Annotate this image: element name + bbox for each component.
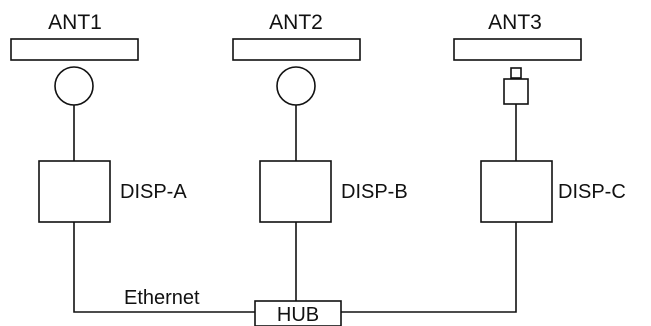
- antenna-bar-3: [454, 39, 581, 60]
- display-label-b: DISP-B: [341, 181, 408, 203]
- display-group-a: DISP-A: [39, 161, 187, 222]
- antenna-group-3: ANT3: [454, 11, 581, 161]
- display-label-c: DISP-C: [558, 181, 626, 203]
- antenna-connector-2: [277, 67, 315, 105]
- antenna-connector-3: [504, 79, 528, 104]
- display-label-a: DISP-A: [120, 181, 187, 203]
- antenna-group-1: ANT1: [11, 11, 138, 161]
- display-box-c: [481, 161, 552, 222]
- antenna-group-2: ANT2: [233, 11, 360, 161]
- display-group-b: DISP-B: [260, 161, 408, 222]
- display-group-c: DISP-C: [481, 161, 626, 222]
- hub-label: HUB: [277, 304, 319, 326]
- antenna-connector-1: [55, 67, 93, 105]
- ethernet-line-c: [341, 222, 516, 312]
- ethernet-label: Ethernet: [124, 287, 200, 309]
- antenna-label-3: ANT3: [488, 11, 542, 34]
- antenna-bar-2: [233, 39, 360, 60]
- antenna-label-2: ANT2: [269, 11, 323, 34]
- antenna-bar-1: [11, 39, 138, 60]
- antenna-small-connector-3: [511, 68, 521, 78]
- display-box-b: [260, 161, 331, 222]
- antenna-label-1: ANT1: [48, 11, 102, 34]
- display-box-a: [39, 161, 110, 222]
- hub-group: HUB: [255, 301, 341, 326]
